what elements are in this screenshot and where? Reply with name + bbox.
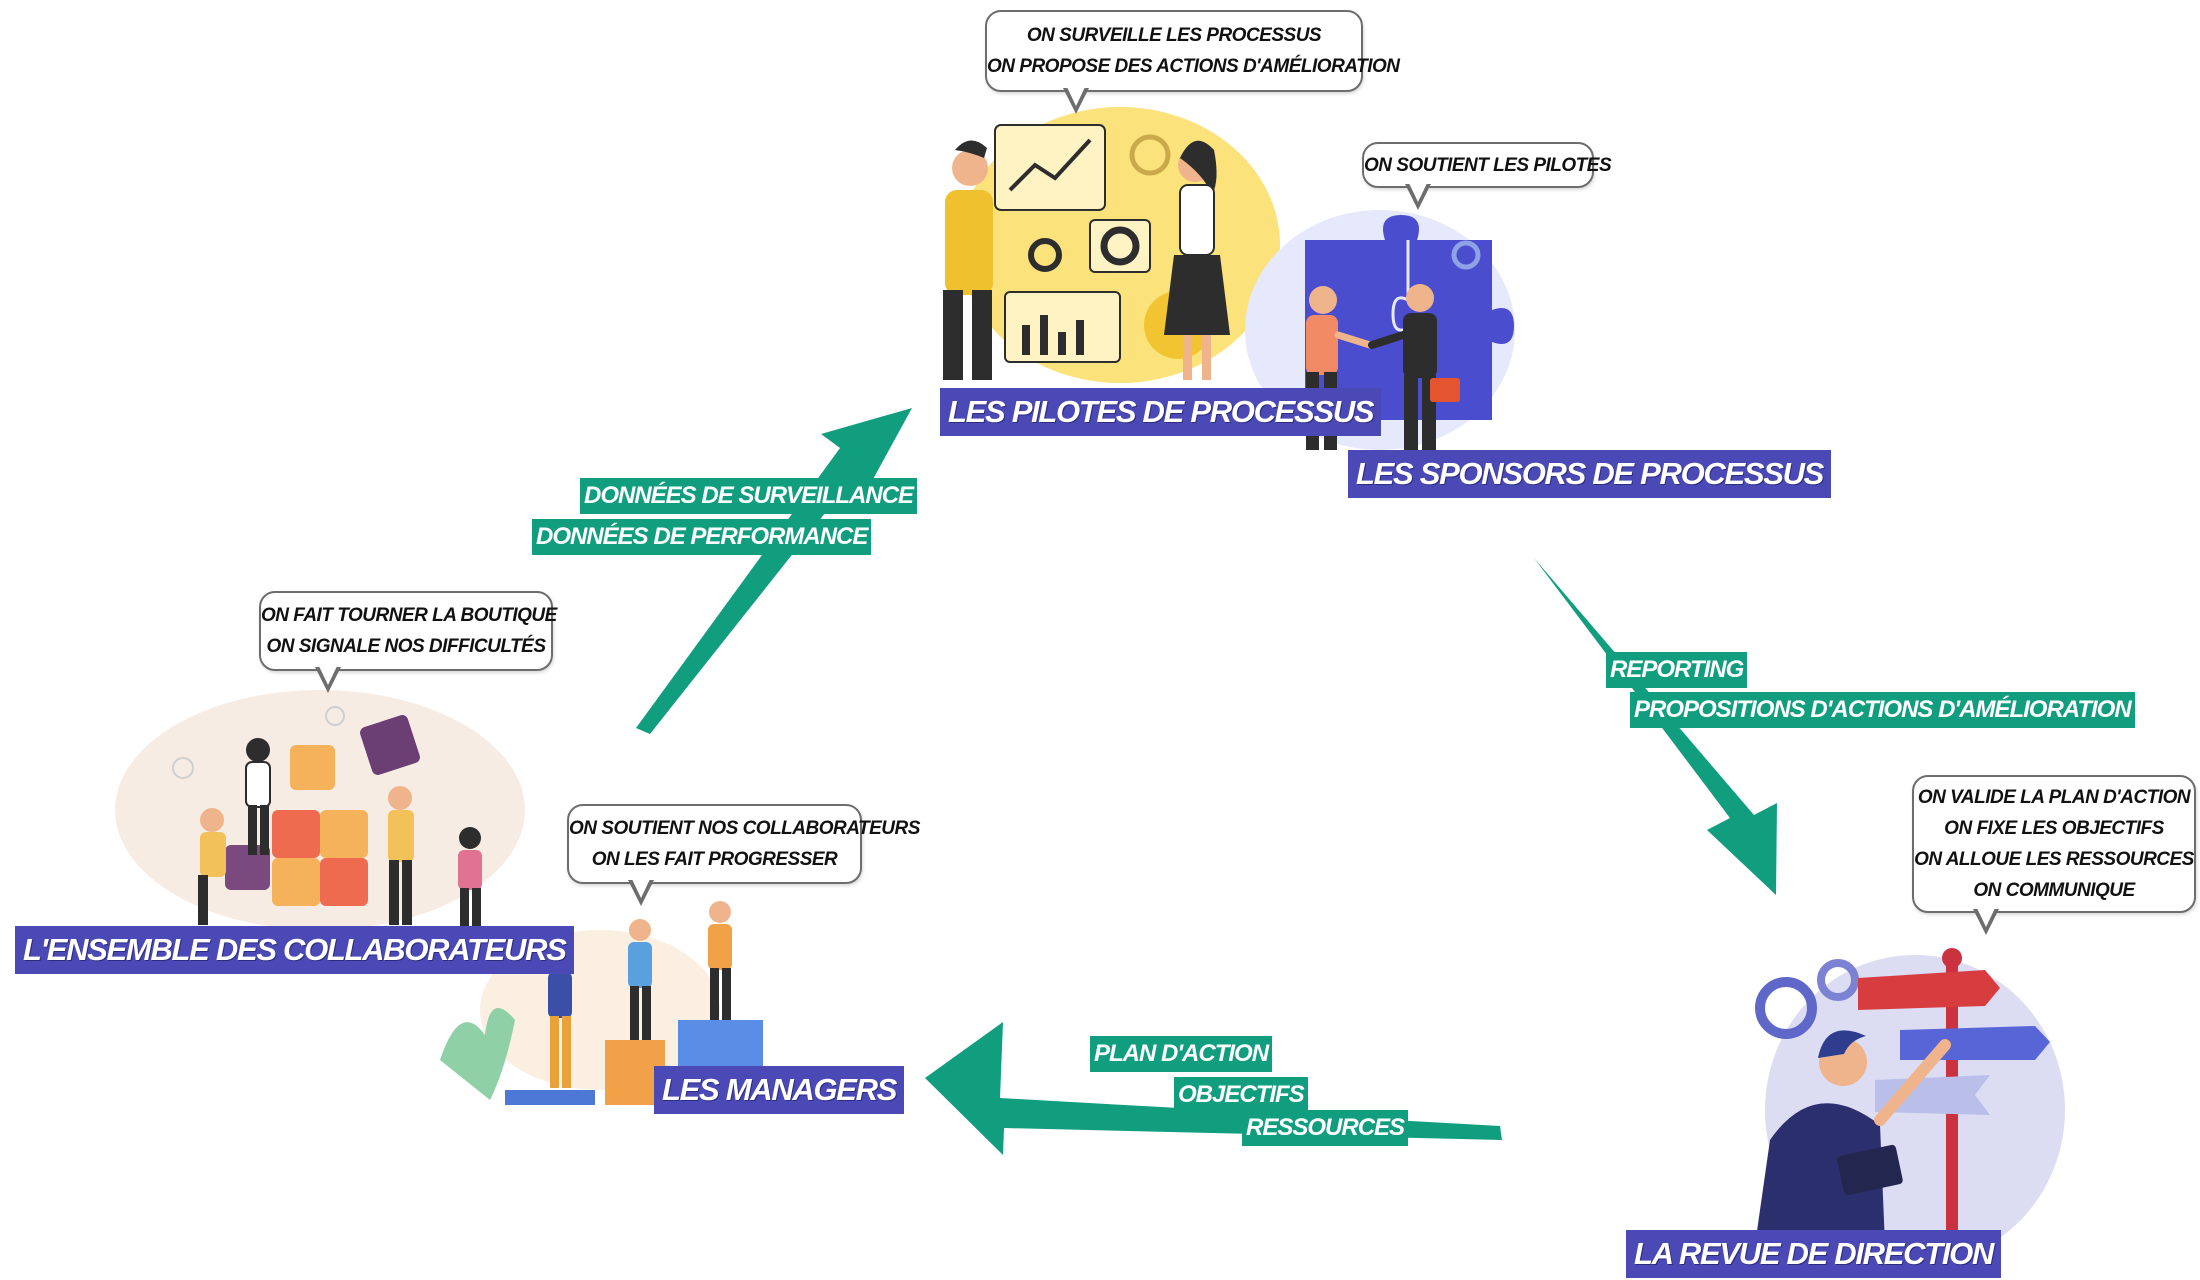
- flow-objectifs: OBJECTIFS: [1174, 1077, 1308, 1113]
- collaborateurs-bubble: ON FAIT TOURNER LA BOUTIQUE ON SIGNALE N…: [259, 591, 557, 671]
- sponsors-bubble-tail-fill: [1408, 181, 1428, 202]
- arrow-to-revue: [1524, 558, 1777, 895]
- flow-propositions: PROPOSITIONS D'ACTIONS D'AMÉLIORATION: [1630, 692, 2135, 728]
- pilotes-bubble-tail-fill: [1066, 85, 1086, 106]
- revue-bubble-line-4: ON COMMUNIQUE: [1973, 880, 2135, 901]
- pilotes-bubble-line-2: ON PROPOSE DES ACTIONS D'AMÉLIORATION: [987, 56, 1400, 77]
- sponsors-bubble: ON SOUTIENT LES PILOTES: [1362, 142, 1612, 188]
- collaborateurs-illustration: [115, 690, 525, 930]
- flow-ressources: RESSOURCES: [1242, 1110, 1409, 1146]
- arrow-to-pilotes: [636, 408, 912, 734]
- role-label-collaborateurs: L'ENSEMBLE DES COLLABORATEURS: [15, 926, 574, 974]
- managers-bubble-line-1: ON SOUTIENT NOS COLLABORATEURS: [569, 818, 920, 839]
- revue-bubble-tail-fill: [1976, 906, 1996, 927]
- revue-bubble-line-2: ON FIXE LES OBJECTIFS: [1944, 818, 2164, 839]
- managers-bubble: ON SOUTIENT NOS COLLABORATEURS ON LES FA…: [567, 804, 920, 884]
- role-label-revue: LA REVUE DE DIRECTION: [1626, 1230, 2002, 1278]
- revue-bubble-line-3: ON ALLOUE LES RESSOURCES: [1914, 849, 2194, 870]
- role-label-managers: LES MANAGERS: [654, 1066, 905, 1114]
- pilotes-bubble: ON SURVEILLE LES PROCESSUS ON PROPOSE DE…: [985, 10, 1400, 92]
- flow-reporting: REPORTING: [1606, 652, 1748, 688]
- revue-illustration: [1755, 948, 2065, 1265]
- sponsors-bubble-line-1: ON SOUTIENT LES PILOTES: [1364, 154, 1612, 176]
- collaborateurs-bubble-tail-fill: [318, 664, 338, 685]
- pilotes-illustration: [943, 107, 1280, 383]
- flow-donnees-performance: DONNÉES DE PERFORMANCE: [532, 519, 872, 555]
- managers-bubble-tail-fill: [631, 877, 651, 898]
- revue-bubble: ON VALIDE LA PLAN D'ACTION ON FIXE LES O…: [1912, 775, 2196, 913]
- role-label-pilotes: LES PILOTES DE PROCESSUS: [940, 388, 1382, 436]
- role-label-sponsors: LES SPONSORS DE PROCESSUS: [1348, 450, 1832, 498]
- revue-bubble-line-1: ON VALIDE LA PLAN D'ACTION: [1917, 787, 2191, 808]
- collaborateurs-bubble-line-2: ON SIGNALE NOS DIFFICULTÉS: [266, 636, 546, 657]
- managers-bubble-line-2: ON LES FAIT PROGRESSER: [591, 849, 838, 870]
- pilotes-bubble-line-1: ON SURVEILLE LES PROCESSUS: [1026, 25, 1322, 46]
- flow-donnees-surveillance: DONNÉES DE SURVEILLANCE: [580, 478, 918, 514]
- collaborateurs-bubble-line-1: ON FAIT TOURNER LA BOUTIQUE: [261, 605, 557, 626]
- flow-plan-action: PLAN D'ACTION: [1090, 1036, 1273, 1072]
